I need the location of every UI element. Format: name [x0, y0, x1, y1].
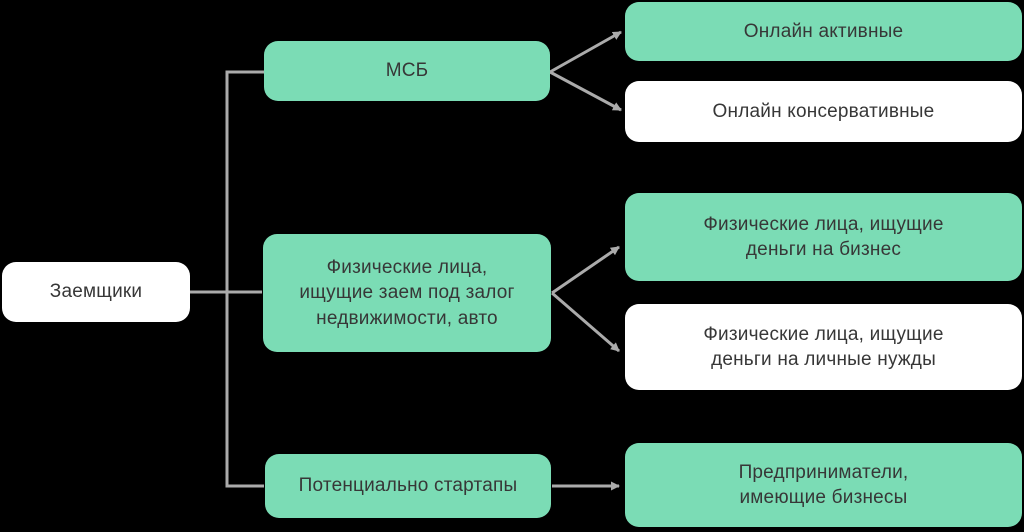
node-msb: МСБ	[264, 41, 550, 101]
node-individuals-collateral-label: Физические лица, ищущие заем под залог н…	[299, 257, 515, 329]
node-individuals-business: Физические лица, ищущие деньги на бизнес	[625, 193, 1022, 281]
trunk-connector	[225, 70, 264, 488]
node-borrowers: Заемщики	[2, 262, 190, 322]
node-entrepreneurs-label: Предприниматели, имеющие бизнесы	[738, 461, 909, 508]
node-msb-label: МСБ	[385, 60, 429, 82]
arrow-individuals-business	[551, 245, 620, 295]
node-startups: Потенциально стартапы	[265, 454, 551, 518]
node-startups-label: Потенциально стартапы	[298, 475, 518, 497]
arrow-msb-online-active	[549, 30, 622, 74]
node-entrepreneurs: Предприниматели, имеющие бизнесы	[625, 443, 1022, 527]
node-online-active-label: Онлайн активные	[743, 20, 904, 42]
arrow-msb-online-conservative	[549, 70, 622, 112]
node-online-conservative: Онлайн консервативные	[625, 81, 1022, 142]
node-online-conservative-label: Онлайн консервативные	[712, 100, 935, 122]
node-individuals-personal-label: Физические лица, ищущие деньги на личные…	[703, 323, 944, 370]
node-individuals-personal: Физические лица, ищущие деньги на личные…	[625, 304, 1022, 390]
node-online-active: Онлайн активные	[625, 2, 1022, 61]
arrow-individuals-personal	[551, 291, 620, 353]
node-borrowers-label: Заемщики	[49, 281, 143, 303]
node-individuals-business-label: Физические лица, ищущие деньги на бизнес	[703, 213, 944, 260]
node-individuals-collateral: Физические лица, ищущие заем под залог н…	[263, 234, 551, 352]
